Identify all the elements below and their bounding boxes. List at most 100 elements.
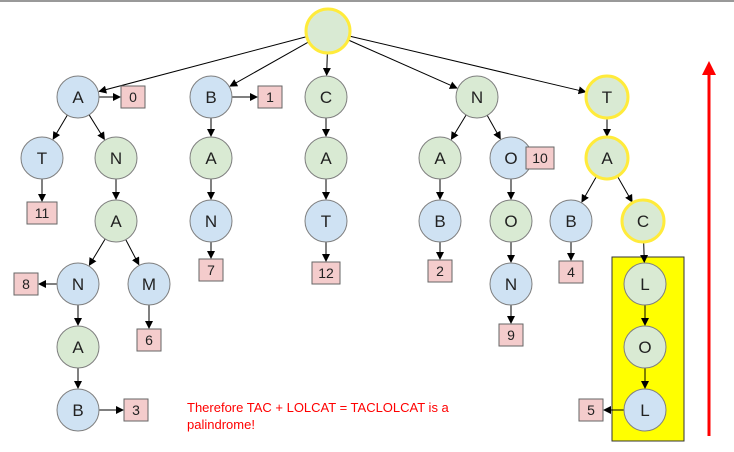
trie-node-b3: B	[418, 199, 462, 243]
index-box-rect-6	[136, 328, 162, 352]
trie-node-l1: L	[623, 262, 667, 306]
node-label-c1: C	[320, 88, 332, 107]
node-circle-t3	[584, 74, 630, 120]
trie-node-t3: T	[584, 74, 630, 120]
trie-node-a6: A	[418, 136, 462, 180]
node-label-t2: T	[321, 212, 331, 231]
node-label-b3: B	[434, 212, 445, 231]
edges-layer	[52, 35, 649, 389]
node-circle-b2	[189, 75, 233, 119]
node-label-n4: N	[471, 88, 483, 107]
node-label-o3: O	[638, 338, 651, 357]
edge-a2-n2	[88, 238, 106, 267]
trie-node-c1: C	[304, 75, 348, 119]
index-box-2: 2	[427, 259, 453, 283]
node-circle-n2	[56, 262, 100, 306]
node-label-b4: B	[565, 212, 576, 231]
index-box-10: 10	[525, 146, 555, 170]
trie-node-l2: L	[623, 388, 667, 432]
index-box-label-0: 0	[129, 89, 137, 105]
node-circle-m1	[127, 262, 171, 306]
edge-n4-a6	[450, 114, 467, 141]
edge-a2-m1	[125, 239, 140, 266]
edge-root-c1	[322, 51, 331, 77]
index-box-rect-5	[578, 398, 604, 422]
node-circle-a6	[418, 136, 462, 180]
node-circle-b1	[56, 388, 100, 432]
node-circle-t1	[20, 136, 64, 180]
edge-root-a1	[98, 35, 308, 94]
node-circle-c2	[620, 198, 666, 244]
trie-node-a2: A	[94, 199, 138, 243]
index-box-rect-4	[558, 260, 584, 284]
index-box-3: 3	[123, 398, 149, 422]
trie-node-t1: T	[20, 136, 64, 180]
index-box-0: 0	[120, 85, 146, 109]
node-label-n5: N	[505, 275, 517, 294]
index-box-label-8: 8	[22, 276, 30, 292]
node-circle-a7	[584, 135, 630, 181]
edge-c2-l1	[640, 241, 649, 264]
node-label-o2: O	[504, 212, 517, 231]
index-box-9: 9	[498, 323, 524, 347]
index-box-rect-7	[198, 258, 224, 282]
trie-node-a3: A	[56, 325, 100, 369]
node-circle-n4	[455, 75, 499, 119]
index-box-rect-3	[123, 398, 149, 422]
caption-line-2: palindrome!	[187, 417, 255, 432]
node-circle-c1	[304, 75, 348, 119]
index-box-6: 6	[136, 328, 162, 352]
node-label-b1: B	[72, 401, 83, 420]
trie-node-a5: A	[304, 136, 348, 180]
node-label-n1: N	[110, 149, 122, 168]
index-box-label-7: 7	[207, 262, 215, 278]
node-label-l1: L	[640, 275, 649, 294]
edge-a7-c2	[616, 175, 633, 203]
node-circle-n3	[189, 199, 233, 243]
node-label-c2: C	[637, 212, 649, 231]
node-label-a1: A	[72, 88, 84, 107]
node-label-n2: N	[72, 275, 84, 294]
node-circle-n5	[489, 262, 533, 306]
index-box-rect-8	[13, 272, 39, 296]
node-circle-a3	[56, 325, 100, 369]
index-box-label-6: 6	[145, 332, 153, 348]
node-label-l2: L	[640, 401, 649, 420]
index-box-11: 11	[26, 201, 58, 225]
edge-root-n4	[346, 39, 458, 89]
index-box-12: 12	[311, 261, 341, 285]
index-box-rect-9	[498, 323, 524, 347]
trie-node-n2: N	[56, 262, 100, 306]
edge-a1-t1	[52, 114, 68, 140]
index-box-5: 5	[578, 398, 604, 422]
node-label-a7: A	[601, 149, 613, 168]
index-box-label-10: 10	[532, 150, 548, 166]
index-box-label-1: 1	[266, 89, 274, 105]
trie-node-a7: A	[584, 135, 630, 181]
node-circle-o2	[489, 199, 533, 243]
index-box-label-12: 12	[318, 265, 334, 281]
index-box-7: 7	[198, 258, 224, 282]
node-circle-n1	[94, 136, 138, 180]
index-box-rect-12	[311, 261, 341, 285]
node-circle-t2	[304, 199, 348, 243]
node-circle-l2	[623, 388, 667, 432]
trie-node-o3: O	[623, 325, 667, 369]
index-box-label-2: 2	[436, 263, 444, 279]
node-label-a4: A	[205, 149, 217, 168]
trie-node-o1: O	[489, 136, 533, 180]
index-box-1: 1	[257, 85, 283, 109]
node-label-m1: M	[142, 275, 156, 294]
index-box-4: 4	[558, 260, 584, 284]
index-box-label-11: 11	[35, 205, 50, 221]
node-circle-a5	[304, 136, 348, 180]
index-boxes-layer: 0 11 8 6 3 1 7 12 2 10 9 4 5	[13, 85, 604, 422]
index-box-label-3: 3	[132, 402, 140, 418]
trie-node-a1: A	[56, 75, 100, 119]
index-box-rect-10	[525, 146, 555, 170]
node-label-t1: T	[37, 149, 47, 168]
index-box-rect-11	[26, 201, 58, 225]
